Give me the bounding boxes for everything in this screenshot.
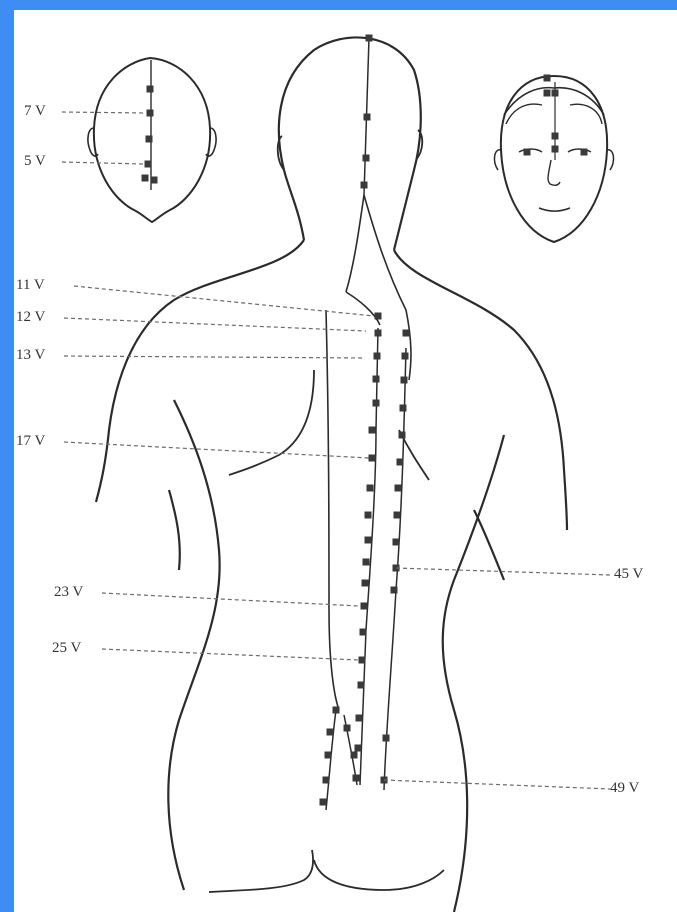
acupoint-marker [365,512,372,519]
acupoint-marker [361,182,368,189]
acupoint-marker [369,427,376,434]
acupoint-marker [373,400,380,407]
acupoint-marker [146,136,153,143]
acupoint-marker [365,537,372,544]
acupoint-marker [399,432,406,439]
acupoint-marker [325,752,332,759]
acupoint-marker [333,707,340,714]
acupoint-marker [359,657,366,664]
label-17v: 17 V [16,434,45,449]
acupoint-marker [373,376,380,383]
acupoint-marker [552,90,559,97]
acupoint-marker [581,149,588,156]
label-13v: 13 V [16,348,45,363]
acupoint-marker [351,752,358,759]
label-11v: 11 V [16,278,45,293]
meridian-lines [326,38,406,810]
acupoint-marker [367,485,374,492]
acupoint-marker [375,330,382,337]
acupoint-marker [544,75,551,82]
label-12v: 12 V [16,310,45,325]
acupoint-marker [327,729,334,736]
acupoint-marker [391,587,398,594]
acupoint-marker [383,735,390,742]
acupoint-marker [151,177,158,184]
acupoint-marker [544,90,551,97]
face-front-view [494,76,613,242]
acupoint-marker [353,775,360,782]
acupoint-marker [320,799,327,806]
acupoint-marker [395,485,402,492]
acupoint-marker [403,330,410,337]
label-49v: 49 V [610,781,639,796]
acupoint-marker [147,86,154,93]
diagram-canvas: 7 V 5 V 11 V 12 V 13 V 17 V 23 V 25 V 45… [14,10,677,912]
acupoint-marker [363,155,370,162]
label-23v: 23 V [54,585,83,600]
acupoint-marker [401,377,408,384]
back-meridian-diagram [14,10,677,912]
label-45v: 45 V [614,567,643,582]
acupoint-marker [552,133,559,140]
acupoint-marker [360,629,367,636]
acupoint-marker [142,175,149,182]
acupoint-marker [364,114,371,121]
acupoint-marker [374,353,381,360]
acupoint-marker [358,682,365,689]
acupoint-marker [400,405,407,412]
leader-lines [62,112,610,789]
acupoint-marker [363,559,370,566]
acupoint-marker [355,745,362,752]
acupoint-marker [147,110,154,117]
acupoint-marker [552,146,559,153]
label-5v: 5 V [24,154,46,169]
acupoint-marker [375,313,382,320]
acupoint-marker [323,777,330,784]
acupoint-marker [369,455,376,462]
acupoint-marker [402,353,409,360]
acupoint-marker [524,149,531,156]
acupoint-marker [397,459,404,466]
acupoint-marker [393,539,400,546]
label-7v: 7 V [24,104,46,119]
acupoint-marker [362,580,369,587]
acupoint-marker [394,512,401,519]
acupoint-marker [366,35,373,42]
acupoint-marker [145,161,152,168]
label-25v: 25 V [52,641,81,656]
acupoint-marker [344,725,351,732]
acupoint-marker [361,603,368,610]
acupoint-marker [356,715,363,722]
